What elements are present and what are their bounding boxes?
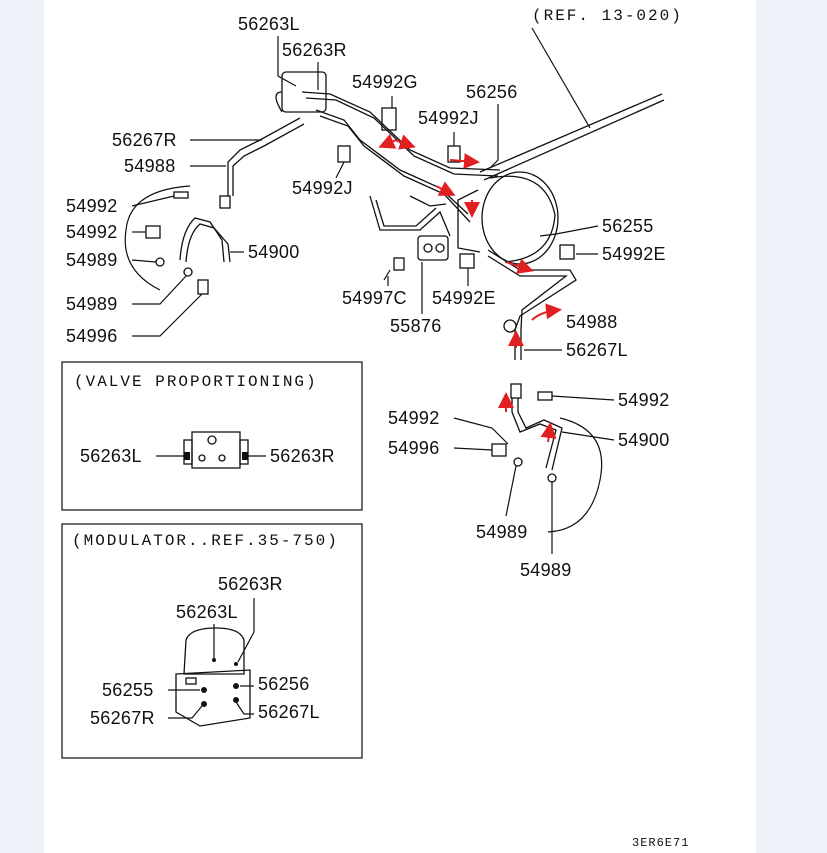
page-margin-right — [756, 0, 827, 853]
mod-label-56267l: 56267L — [258, 702, 320, 722]
label-54992-right-a: 54992 — [618, 390, 670, 410]
valve-label-56263r: 56263R — [270, 446, 335, 466]
flow-arrows — [378, 133, 562, 443]
label-54996-right: 54996 — [388, 438, 440, 458]
page-margin-left — [0, 0, 44, 853]
label-54992-left-a: 54992 — [66, 196, 118, 216]
label-54992j-top: 54992J — [418, 108, 479, 128]
hose-end-right — [510, 383, 522, 399]
pipe-56267l — [487, 249, 577, 360]
pipe-56267r — [227, 117, 301, 196]
label-56256: 56256 — [466, 82, 518, 102]
clip-54992e-right — [559, 244, 575, 260]
valve-label-56263l: 56263L — [80, 446, 142, 466]
label-54992-right-b: 54992 — [388, 408, 440, 428]
label-54900-left: 54900 — [248, 242, 300, 262]
valve-detail — [183, 431, 249, 469]
main-labels: 56263L 56263R 54992G 56256 54992J 56267R… — [66, 14, 670, 580]
label-54988-right: 54988 — [566, 312, 618, 332]
label-56255: 56255 — [602, 216, 654, 236]
label-56263l: 56263L — [238, 14, 300, 34]
valve-55876 — [417, 235, 449, 261]
fitting-54988-left — [219, 195, 231, 209]
label-54989-right-b: 54989 — [520, 560, 572, 580]
label-54996-left: 54996 — [66, 326, 118, 346]
label-54997c: 54997C — [342, 288, 407, 308]
valve-box-title: (VALVE PROPORTIONING) — [74, 373, 318, 391]
mod-label-56263r: 56263R — [218, 574, 283, 594]
mod-label-56263l: 56263L — [176, 602, 238, 622]
figure-code: 3ER6E71 — [632, 836, 689, 850]
clip-54992g — [381, 107, 397, 131]
mod-label-56255: 56255 — [102, 680, 154, 700]
bolt-54997c — [383, 257, 405, 281]
label-54992j-mid: 54992J — [292, 178, 353, 198]
clip-54992e-mid — [459, 253, 475, 269]
label-54992e-right: 54992E — [602, 244, 666, 264]
mod-label-56256: 56256 — [258, 674, 310, 694]
brake-booster — [457, 171, 559, 265]
label-56267l: 56267L — [566, 340, 628, 360]
proportioning-valve-main — [275, 71, 327, 113]
label-54992g: 54992G — [352, 72, 418, 92]
label-56263r: 56263R — [282, 40, 347, 60]
label-54989-left-b: 54989 — [66, 294, 118, 314]
modulator-box-title: (MODULATOR..REF.35-750) — [72, 532, 339, 550]
pipe-56267l-b — [487, 255, 568, 360]
mod-label-56267r: 56267R — [90, 708, 155, 728]
label-55876: 55876 — [390, 316, 442, 336]
brake-rod — [479, 93, 665, 181]
pipe-56267r-b — [232, 123, 305, 196]
valve-proportioning-box: (VALVE PROPORTIONING) 56263L 56263R — [61, 361, 363, 511]
label-54989-left-a: 54989 — [66, 250, 118, 270]
label-54992e-mid: 54992E — [432, 288, 496, 308]
hose-assembly-right — [491, 391, 603, 533]
fitting-54988-right — [503, 319, 517, 333]
modulator-detail — [175, 627, 251, 727]
hose-assembly-left — [124, 185, 231, 295]
clip-54992j-mid — [337, 145, 351, 163]
label-54989-right-a: 54989 — [476, 522, 528, 542]
label-56267r: 56267R — [112, 130, 177, 150]
ref-13-020-label: (REF. 13-020) — [532, 7, 683, 25]
label-54988-left: 54988 — [124, 156, 176, 176]
ref-leader-line — [531, 27, 591, 129]
label-54992-left-b: 54992 — [66, 222, 118, 242]
label-54900-right: 54900 — [618, 430, 670, 450]
modulator-box: (MODULATOR..REF.35-750) 56263R 56263L 56… — [61, 523, 363, 759]
